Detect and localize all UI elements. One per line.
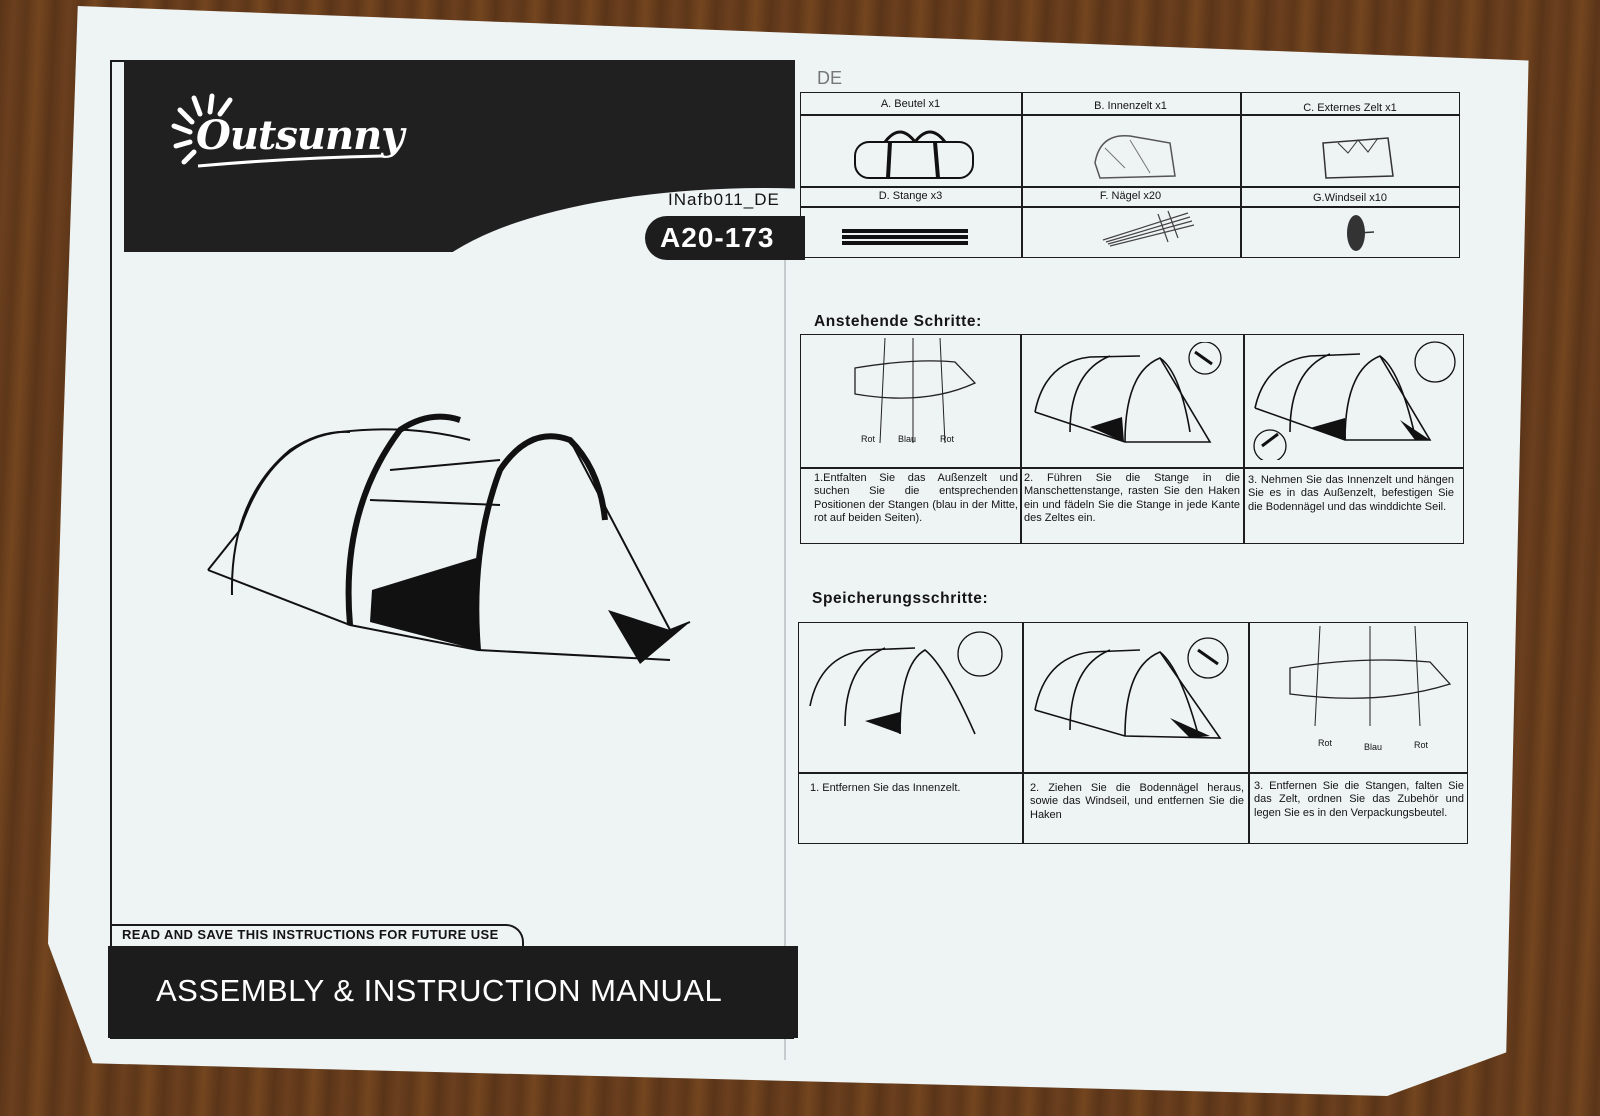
setup-step-1: 1.Entfalten Sie das Außenzelt und suchen…: [814, 472, 1018, 525]
setup-divider-h: [800, 467, 1464, 469]
storage-divider-v2: [1248, 622, 1250, 844]
pole-label: Rot: [861, 434, 876, 444]
title-bar: [108, 946, 798, 1038]
parts-divider-v2: [1240, 92, 1242, 258]
pole-label: Rot: [1414, 740, 1429, 750]
storage-divider-v1: [1022, 622, 1024, 844]
model-badge: [645, 216, 805, 260]
doc-code: INafb011_DE: [668, 190, 780, 209]
guy-rope-icon: [1347, 215, 1375, 251]
setup-divider-v1: [1020, 334, 1022, 544]
parts-table: [800, 92, 1460, 258]
bag-icon: [854, 130, 974, 179]
part-label: F. Nägel x20: [1099, 190, 1162, 202]
parts-divider-h3: [800, 206, 1460, 208]
setup-step-2: 2. Führen Sie die Stange in die Manschet…: [1024, 472, 1240, 525]
storage-step-3: 3. Entfernen Sie die Stangen, falten Sie…: [1254, 780, 1464, 819]
pole-label: Blau: [1364, 742, 1383, 752]
pegs-icon: [1102, 210, 1195, 247]
setup-table: [800, 334, 1464, 544]
part-label: D. Stange x3: [878, 190, 943, 202]
poles-icon: [842, 229, 968, 245]
tent-fold-poles-icon: [1289, 626, 1452, 727]
pole-label: Rot: [940, 434, 955, 444]
inner-tent-icon: [1094, 135, 1176, 179]
manual-title: ASSEMBLY & INSTRUCTION MANUAL: [156, 973, 723, 1008]
tent-with-inner-icon: [1253, 341, 1456, 460]
storage-table: [798, 622, 1468, 844]
part-label: G.Windseil x10: [1313, 192, 1387, 204]
parts-divider-v1: [1021, 92, 1023, 258]
sun-logo-icon: [171, 93, 383, 168]
tent-remove-pegs-icon: [1034, 637, 1229, 739]
storage-divider-h: [798, 772, 1468, 774]
read-save-note: READ AND SAVE THIS INSTRUCTIONS FOR FUTU…: [122, 927, 499, 942]
tent-flat-poles-icon: [854, 338, 977, 444]
storage-heading: Speicherungsschritte:: [812, 590, 989, 607]
tent-assembled-icon: [1034, 342, 1222, 443]
parts-divider-h1: [800, 114, 1460, 116]
part-label: C. Externes Zelt x1: [1303, 102, 1397, 114]
tent-remove-inner-icon: [809, 631, 1003, 735]
model-number: A20-173: [660, 222, 775, 253]
tent-illustration: [207, 413, 691, 664]
storage-step-2: 2. Ziehen Sie die Bodennägel heraus, sow…: [1030, 782, 1244, 821]
part-label: B. Innenzelt x1: [1094, 100, 1167, 112]
part-label: A. Beutel x1: [880, 98, 941, 110]
pole-label: Blau: [898, 434, 917, 444]
storage-step-1: 1. Entfernen Sie das Innenzelt.: [810, 782, 961, 794]
pole-label: Rot: [1318, 738, 1333, 748]
setup-divider-v2: [1243, 334, 1245, 544]
setup-heading: Anstehende Schritte:: [814, 313, 982, 330]
parts-divider-h2: [800, 186, 1460, 188]
outer-tent-icon: [1322, 137, 1394, 179]
page-fold: [784, 60, 786, 1060]
language-code: DE: [817, 68, 843, 88]
setup-step-3: 3. Nehmen Sie das Innenzelt und hängen S…: [1248, 474, 1454, 513]
brand-logo: Outsunny: [196, 112, 404, 159]
